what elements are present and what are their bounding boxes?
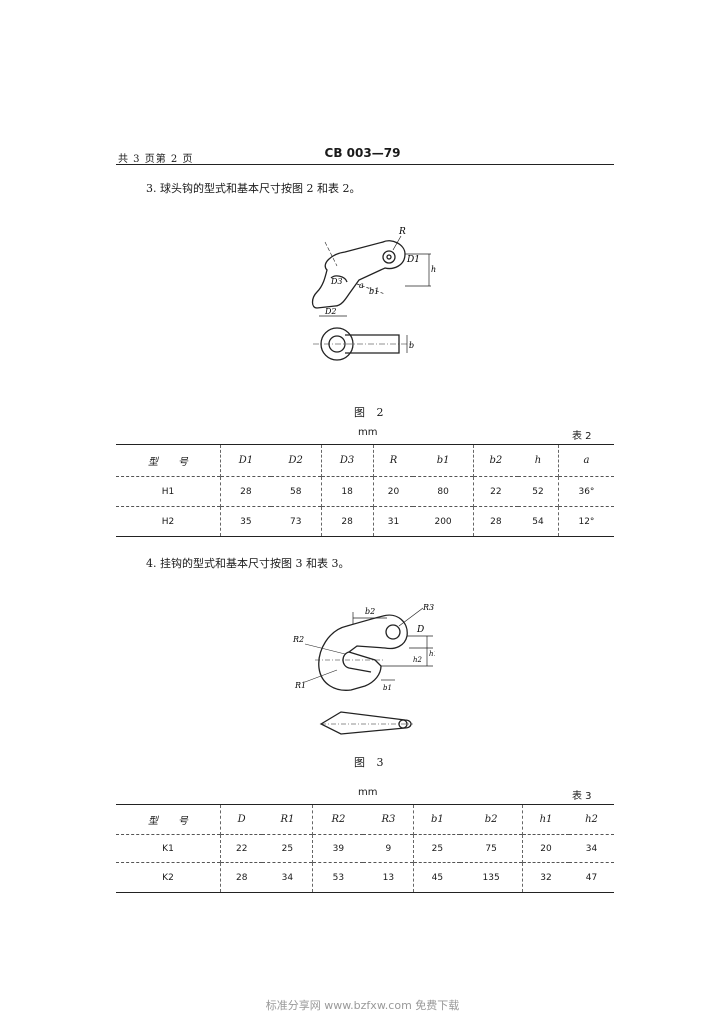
figure-2-drawing: R D1 h D3 a b1 D2 b bbox=[311, 227, 436, 361]
table-row: K2 28 34 53 13 45 135 32 47 bbox=[116, 862, 614, 893]
table-3-header-R3: R3 bbox=[363, 804, 414, 835]
table-3-cell: 45 bbox=[413, 862, 461, 893]
table-3-label: 表 3 bbox=[572, 791, 592, 802]
table-2-cell: 28 bbox=[219, 476, 271, 507]
label-D3: D3 bbox=[330, 277, 343, 286]
label-b1: b1 bbox=[383, 684, 392, 692]
table-3-header-b1: b1 bbox=[413, 804, 461, 835]
table-2-cell: H1 bbox=[116, 476, 221, 507]
table-3-cell: 53 bbox=[312, 862, 364, 893]
table-3-cell: 75 bbox=[460, 834, 523, 863]
page-count: 共 3 页第 2 页 bbox=[118, 154, 194, 165]
table-2-header-R: R bbox=[372, 444, 414, 477]
figure-3-drawing: b2 R3 R2 D R1 h1 h2 b1 bbox=[292, 603, 435, 735]
header-rule bbox=[116, 164, 614, 165]
table-3-cell: 32 bbox=[521, 862, 570, 893]
table-3-cell: 25 bbox=[262, 834, 313, 863]
section-4-text: 4. 挂钩的型式和基本尺寸按图 3 和表 3。 bbox=[146, 557, 350, 570]
table-3-cell: 135 bbox=[460, 862, 523, 893]
table-3-cell: 22 bbox=[220, 834, 263, 863]
label-R3: R3 bbox=[422, 603, 434, 612]
label-R1: R1 bbox=[294, 681, 306, 690]
table-row: K1 22 25 39 9 25 75 20 34 bbox=[116, 834, 614, 863]
table-3-cell: 13 bbox=[363, 862, 414, 893]
label-b2: b2 bbox=[365, 607, 375, 616]
hook-3-side-view bbox=[319, 711, 412, 735]
label-R: R bbox=[398, 227, 406, 237]
table-2-label: 表 2 bbox=[572, 431, 592, 442]
table-2-header-a: a bbox=[557, 444, 614, 477]
table-2-cell: 52 bbox=[518, 476, 559, 507]
table-3-cell: 28 bbox=[220, 862, 263, 893]
label-a: a bbox=[359, 281, 364, 290]
label-h1: h1 bbox=[429, 650, 435, 658]
table-2-cell: 20 bbox=[372, 476, 414, 507]
label-D1: D1 bbox=[406, 255, 420, 265]
label-b1: b1 bbox=[369, 287, 379, 296]
table-2-header-model: 型 号 bbox=[116, 444, 221, 477]
hook-3-hole bbox=[385, 624, 401, 640]
label-D2: D2 bbox=[324, 307, 337, 316]
table-3: 型 号 D R1 R2 R3 b1 b2 h1 h2 K1 22 25 39 9… bbox=[116, 804, 614, 893]
table-3-cell: 34 bbox=[569, 834, 614, 863]
ball-hole bbox=[382, 250, 396, 264]
table-3-header-D: D bbox=[220, 804, 263, 835]
table-3-cell: 20 bbox=[521, 834, 570, 863]
table-3-header-R1: R1 bbox=[262, 804, 313, 835]
table-3-unit: mm bbox=[358, 787, 378, 798]
table-3-header-h2: h2 bbox=[569, 804, 614, 835]
site-watermark: 标准分享网 www.bzfxw.com 免费下载 bbox=[265, 999, 460, 1012]
hook-body-outline bbox=[311, 240, 406, 309]
table-3-cell: K2 bbox=[116, 862, 221, 893]
table-2-header-D2: D2 bbox=[270, 444, 322, 477]
table-2-cell: 28 bbox=[472, 506, 519, 537]
table-3-cell: 34 bbox=[262, 862, 313, 893]
table-row: H1 28 58 18 20 80 22 52 36° bbox=[116, 476, 614, 507]
table-2-unit: mm bbox=[358, 427, 378, 438]
table-2-header-D1: D1 bbox=[219, 444, 271, 477]
table-2-cell: 22 bbox=[472, 476, 519, 507]
figure-2-caption: 图 2 bbox=[354, 406, 388, 419]
table-2-cell: 36° bbox=[557, 476, 614, 507]
table-3-header-h1: h1 bbox=[521, 804, 570, 835]
table-2-cell: H2 bbox=[116, 506, 221, 537]
label-b: b bbox=[409, 341, 414, 350]
table-3-cell: K1 bbox=[116, 834, 221, 863]
table-2-cell: 54 bbox=[518, 506, 559, 537]
table-2-cell: 73 bbox=[270, 506, 322, 537]
hook-3-outline bbox=[318, 614, 408, 691]
section-3-text: 3. 球头钩的型式和基本尺寸按图 2 和表 2。 bbox=[146, 182, 361, 195]
label-R2: R2 bbox=[292, 635, 304, 644]
table-3-cell: 47 bbox=[569, 862, 614, 893]
table-2-cell: 35 bbox=[219, 506, 271, 537]
table-2-cell: 18 bbox=[320, 476, 374, 507]
table-2-cell: 12° bbox=[557, 506, 614, 537]
table-2-cell: 58 bbox=[270, 476, 322, 507]
table-2-cell: 28 bbox=[320, 506, 374, 537]
figure-3-caption: 图 3 bbox=[354, 756, 388, 769]
label-h2: h2 bbox=[413, 656, 423, 664]
table-2-cell: 200 bbox=[413, 506, 474, 537]
table-3-cell: 9 bbox=[363, 834, 414, 863]
table-3-header-R2: R2 bbox=[312, 804, 364, 835]
table-3-cell: 25 bbox=[413, 834, 461, 863]
standard-number: CB 003—79 bbox=[324, 146, 401, 160]
table-3-cell: 39 bbox=[312, 834, 364, 863]
table-2-cell: 31 bbox=[372, 506, 414, 537]
table-2-header-D3: D3 bbox=[320, 444, 374, 477]
table-3-header-model: 型 号 bbox=[116, 804, 221, 835]
table-2-header-b2: b2 bbox=[472, 444, 519, 477]
table-row: H2 35 73 28 31 200 28 54 12° bbox=[116, 506, 614, 537]
label-D: D bbox=[416, 625, 424, 635]
table-3-header-b2: b2 bbox=[460, 804, 523, 835]
table-2-cell: 80 bbox=[413, 476, 474, 507]
label-h: h bbox=[431, 265, 436, 274]
table-2-header-b1: b1 bbox=[413, 444, 474, 477]
table-2-header-h: h bbox=[518, 444, 559, 477]
table-2: 型 号 D1 D2 D3 R b1 b2 h a H1 28 58 18 20 … bbox=[116, 444, 614, 537]
